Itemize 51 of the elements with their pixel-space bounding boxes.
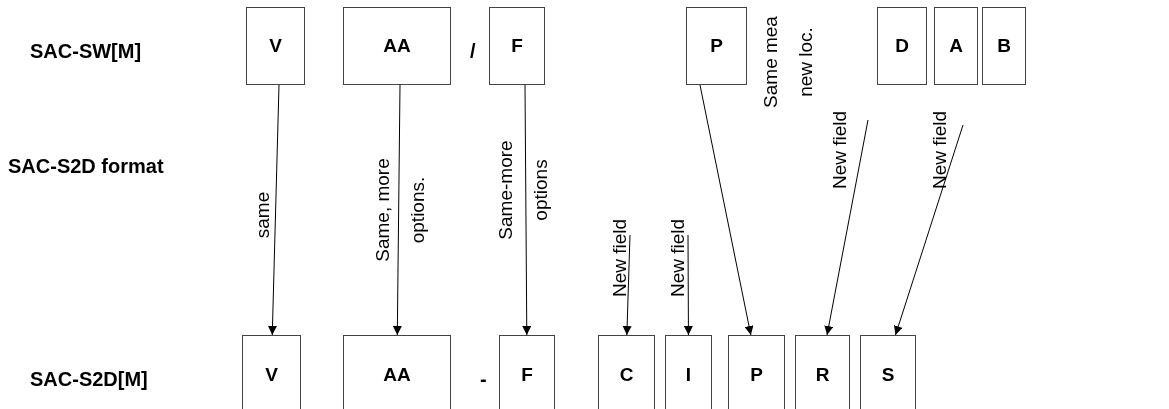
edge-label: Same, more options. xyxy=(370,157,429,264)
field-code: P xyxy=(750,364,763,386)
field-box xyxy=(598,335,655,409)
field-box xyxy=(982,7,1026,85)
field-code: AA xyxy=(383,364,411,386)
row-label: SAC-SW[M] xyxy=(30,40,142,63)
arrow xyxy=(824,119,869,336)
field-box xyxy=(499,335,555,409)
field-code: C xyxy=(619,364,634,386)
field-code: F xyxy=(521,364,533,386)
separator-mark: - xyxy=(480,368,487,391)
arrow xyxy=(893,124,964,336)
arrow xyxy=(522,84,532,336)
field-code: V xyxy=(269,35,282,57)
field-code: A xyxy=(949,35,963,57)
edge-label: New field xyxy=(828,109,852,192)
arrow xyxy=(392,84,402,336)
field-code: AA xyxy=(383,35,411,57)
edge-label: New field xyxy=(666,217,690,300)
field-box xyxy=(860,335,916,409)
row-label: SAC-S2D format xyxy=(8,155,164,178)
field-code: D xyxy=(895,35,909,57)
field-box xyxy=(728,335,785,409)
arrow xyxy=(268,84,280,336)
field-box xyxy=(242,335,301,409)
field-box xyxy=(934,7,978,85)
field-code: V xyxy=(265,364,278,386)
separator-mark: / xyxy=(470,40,476,63)
edge-label: Same-more options xyxy=(493,139,552,242)
field-code: S xyxy=(881,364,895,386)
row-label: SAC-S2D[M] xyxy=(30,368,148,391)
arrow xyxy=(683,234,693,336)
field-code: I xyxy=(685,364,692,386)
field-box xyxy=(489,7,545,85)
field-box xyxy=(343,7,451,85)
field-box xyxy=(686,7,747,85)
field-box xyxy=(665,335,712,409)
field-code: R xyxy=(815,364,830,386)
field-code: B xyxy=(997,35,1011,57)
edge-label: Same mea new loc. xyxy=(758,15,817,110)
field-code: F xyxy=(511,35,523,57)
edge-label: New field xyxy=(928,109,952,192)
arrow xyxy=(699,84,754,336)
field-box xyxy=(246,7,305,85)
edge-label: same xyxy=(251,190,275,241)
field-code: P xyxy=(710,35,723,57)
edge-label: New field xyxy=(608,217,632,300)
field-box xyxy=(795,335,850,409)
field-box xyxy=(877,7,927,85)
arrow xyxy=(622,234,632,336)
field-box xyxy=(343,335,451,409)
